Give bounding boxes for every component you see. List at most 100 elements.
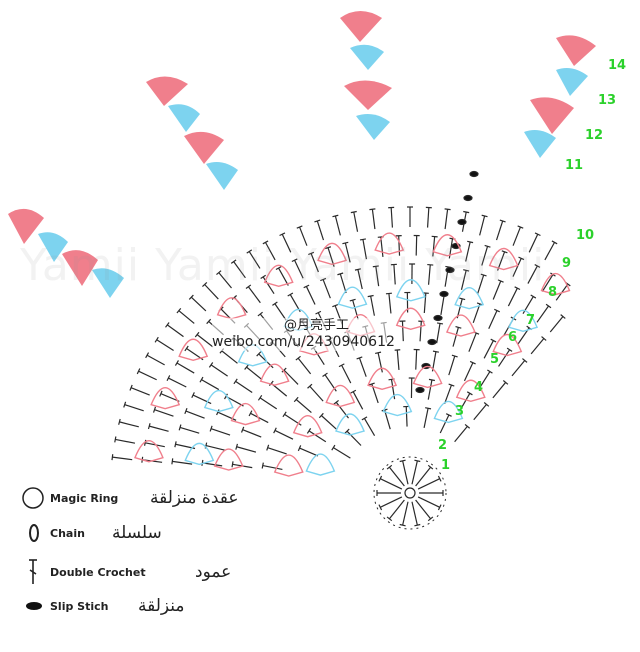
stitch-top	[216, 270, 222, 276]
stitch-line	[377, 352, 383, 373]
stitch-line	[310, 253, 319, 273]
stitch-top	[295, 355, 301, 361]
petal-blue	[356, 114, 390, 140]
stitch-top	[166, 375, 171, 382]
stitch-top	[194, 331, 200, 338]
stitch-top	[235, 443, 239, 450]
stitch-line	[444, 209, 449, 230]
stitch-top	[464, 423, 471, 429]
stitch-top	[231, 295, 238, 300]
shell-motif	[325, 384, 356, 408]
stitch-top	[399, 459, 406, 463]
stitch-top	[216, 409, 220, 416]
stitch-line	[274, 429, 294, 440]
slip-stitch-dot	[439, 290, 449, 298]
stitch-top	[206, 318, 212, 325]
stitch-line	[185, 410, 205, 419]
petal-blue	[524, 130, 556, 158]
stitch-line	[294, 259, 304, 279]
stitch-line	[380, 496, 403, 508]
stitch-line	[488, 310, 498, 329]
tip-petals	[8, 11, 596, 298]
stitch-top	[178, 424, 182, 431]
stitch-line	[179, 426, 200, 434]
petal-blue	[92, 268, 124, 298]
stitch-top	[111, 454, 114, 461]
weibo-brand: @月亮手工	[284, 318, 350, 333]
stitch-line	[248, 251, 261, 269]
stitch-top	[459, 297, 466, 301]
shell-motif	[216, 297, 247, 320]
stitch-line	[452, 327, 459, 347]
shell-motif	[367, 367, 398, 390]
stitch-top	[425, 407, 432, 410]
stitch-top	[428, 378, 435, 382]
stitch-line	[297, 357, 312, 375]
stitch-top	[331, 444, 336, 451]
stitch-top	[281, 367, 287, 373]
stitch-line	[507, 287, 518, 307]
stitch-top	[534, 232, 541, 237]
stitch-top	[354, 268, 361, 271]
stitch-line	[478, 371, 491, 389]
stitch-top	[333, 399, 339, 405]
stitch-line	[192, 394, 212, 405]
slip-stitch-dot	[415, 386, 425, 394]
stitch-line	[352, 391, 364, 410]
stitch-line	[334, 215, 341, 236]
shell-motif	[445, 314, 476, 337]
stitch-top	[414, 523, 421, 527]
row-number: 5	[490, 352, 500, 367]
legend-symbols	[22, 487, 44, 610]
stitch-top	[490, 338, 497, 343]
shell-motif	[540, 272, 571, 296]
stitch-line	[322, 279, 331, 299]
row-number: 14	[608, 58, 627, 73]
stitch-top	[437, 504, 442, 511]
stitch-line	[357, 269, 363, 290]
stitch-line	[358, 357, 367, 377]
stitch-top	[344, 428, 350, 434]
stitch-top	[320, 277, 327, 282]
stitch-line	[262, 276, 275, 295]
row-number: 12	[585, 128, 604, 143]
stitch-top	[386, 464, 393, 470]
stitch-top	[534, 264, 541, 268]
stitch-top	[184, 407, 188, 415]
stitch-top	[466, 391, 473, 396]
stitch-top	[484, 244, 491, 248]
stitch-line	[390, 207, 394, 228]
stitch-line	[172, 460, 193, 465]
legend-label-ar: عقدة منزلقة	[150, 488, 239, 508]
stitch-top	[444, 208, 451, 211]
stitch-top	[518, 256, 525, 261]
stitch-line	[448, 355, 456, 376]
stitch-top	[257, 394, 263, 401]
stitch-line	[528, 233, 539, 253]
stitch-top	[560, 314, 566, 319]
stitch-top	[307, 383, 313, 389]
stitch-line	[498, 349, 511, 367]
stitch-top	[246, 249, 253, 254]
stitch-line	[333, 447, 351, 459]
stitch-line	[402, 501, 409, 526]
stitch-line	[124, 404, 144, 412]
stitch-top	[414, 459, 421, 463]
stitch-line	[396, 349, 400, 370]
shell-motif	[178, 338, 209, 361]
stitch-line	[168, 377, 187, 388]
slip-stitch-icon	[26, 602, 42, 610]
petal-pink	[62, 250, 98, 286]
stitch-top	[322, 372, 328, 377]
slip-stitch-dot	[433, 314, 443, 322]
stitch-line	[363, 418, 376, 436]
stitch-top	[445, 413, 452, 417]
stitch-top	[506, 347, 513, 352]
legend-label-ar: عمود	[195, 562, 232, 582]
legend-slip-stitch: Slip Stich منزلقة	[20, 594, 340, 622]
stitch-top	[303, 284, 310, 289]
stitch-line	[459, 393, 471, 411]
stitch-line	[346, 430, 362, 446]
stitch-line	[439, 414, 450, 434]
stitch-line	[423, 293, 427, 314]
